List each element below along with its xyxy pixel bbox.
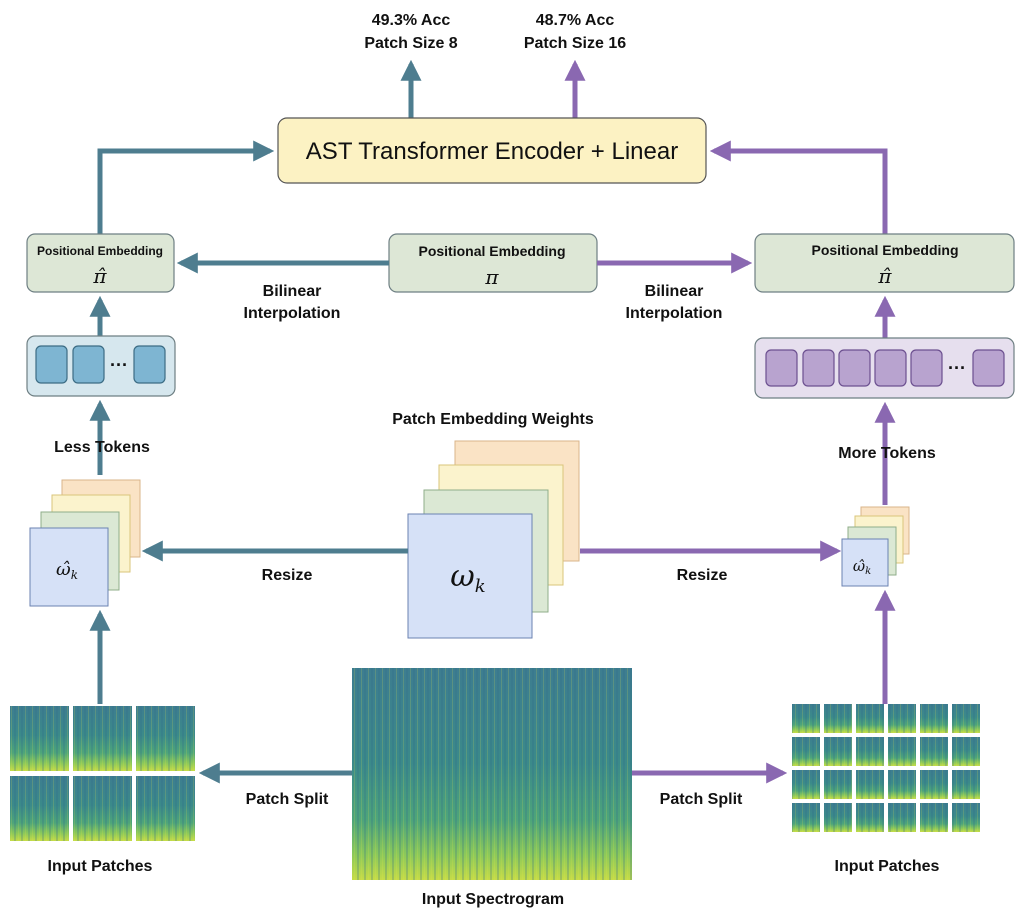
right-token — [910, 349, 943, 387]
right-positional-embedding-title: Positional Embedding — [811, 242, 958, 258]
right-interpolation-label-line2: Interpolation — [626, 305, 723, 322]
right-input-patch-texture — [920, 770, 948, 799]
left-token — [133, 345, 166, 384]
right-token — [972, 349, 1005, 387]
left-positional-embedding-title: Positional Embedding — [37, 244, 163, 258]
right-input-patches-label: Input Patches — [835, 858, 940, 875]
right-input-patch-texture — [888, 770, 916, 799]
center-positional-embedding-title: Positional Embedding — [418, 243, 565, 259]
right-input-patch-texture — [824, 737, 852, 766]
right-input-patch-texture — [856, 704, 884, 733]
omega-k-symbol: ωk — [450, 559, 485, 597]
left-resize-label: Resize — [262, 567, 313, 584]
right-input-patch-texture — [824, 803, 852, 832]
left-to-encoder-arrow — [97, 140, 275, 234]
right-input-patch-texture — [888, 803, 916, 832]
more-tokens-label: More Tokens — [838, 445, 936, 462]
left-input-patches-label: Input Patches — [48, 858, 153, 875]
encoder-box — [277, 117, 707, 184]
right-input-patches — [792, 704, 980, 832]
right-input-patch-texture — [824, 770, 852, 799]
right-input-patch-texture — [824, 704, 852, 733]
right-token-ellipsis: ··· — [948, 358, 966, 378]
right-input-patch-texture — [920, 737, 948, 766]
left-interpolation-label-line1: Bilinear — [263, 283, 322, 300]
left-patch-split-label: Patch Split — [246, 791, 329, 808]
less-tokens-label: Less Tokens — [54, 439, 150, 456]
left-positional-embedding-box — [26, 233, 175, 293]
right-token — [838, 349, 871, 387]
right-token — [874, 349, 907, 387]
right-patch-split-label: Patch Split — [660, 791, 743, 808]
left-resized-layer-blue — [29, 527, 109, 607]
right-input-patch-texture — [792, 770, 820, 799]
right-input-patch-texture — [920, 803, 948, 832]
right-resized-layer-blue — [841, 538, 889, 587]
right-token — [765, 349, 798, 387]
right-input-patch-texture — [952, 770, 980, 799]
right-resize-label: Resize — [677, 567, 728, 584]
left-pi-hat-symbol: π̂ — [92, 264, 107, 288]
left-omega-hat-symbol: ω̂k — [56, 559, 78, 582]
right-positional-embedding-box — [754, 233, 1015, 293]
input-spectrogram-label: Input Spectrogram — [422, 891, 564, 908]
patch-embedding-weights-title: Patch Embedding Weights — [392, 411, 594, 428]
left-patch-size-label: Patch Size 8 — [364, 35, 457, 52]
left-accuracy-label: 49.3% Acc — [372, 12, 451, 29]
right-input-patch-texture — [792, 737, 820, 766]
left-interpolation-label-line2: Interpolation — [244, 305, 341, 322]
right-accuracy-label: 48.7% Acc — [536, 12, 615, 29]
right-input-patch-texture — [920, 704, 948, 733]
right-input-patch-texture — [952, 737, 980, 766]
right-input-patch-texture — [888, 737, 916, 766]
weight-layer-blue — [407, 513, 533, 639]
right-input-patch-texture — [792, 704, 820, 733]
encoder-label: AST Transformer Encoder + Linear — [306, 138, 678, 165]
input-spectrogram — [352, 668, 632, 880]
left-token — [72, 345, 105, 384]
right-input-patch-texture — [856, 770, 884, 799]
right-input-patch-texture — [952, 704, 980, 733]
right-pi-hat-symbol: π̂ — [877, 264, 892, 288]
left-token-ellipsis: ··· — [110, 355, 128, 375]
right-patch-size-label: Patch Size 16 — [524, 35, 626, 52]
center-pi-symbol: π — [484, 265, 499, 289]
left-token — [35, 345, 68, 384]
left-input-patches — [10, 706, 195, 841]
right-input-patch-texture — [888, 704, 916, 733]
right-input-patch-texture — [792, 803, 820, 832]
right-to-encoder-arrow — [709, 140, 888, 234]
right-input-patch-texture — [952, 803, 980, 832]
right-interpolation-label-line1: Bilinear — [645, 283, 704, 300]
right-input-patch-texture — [856, 737, 884, 766]
right-omega-hat-symbol: ω̂k — [853, 557, 871, 577]
right-input-patch-texture — [856, 803, 884, 832]
right-token — [802, 349, 835, 387]
